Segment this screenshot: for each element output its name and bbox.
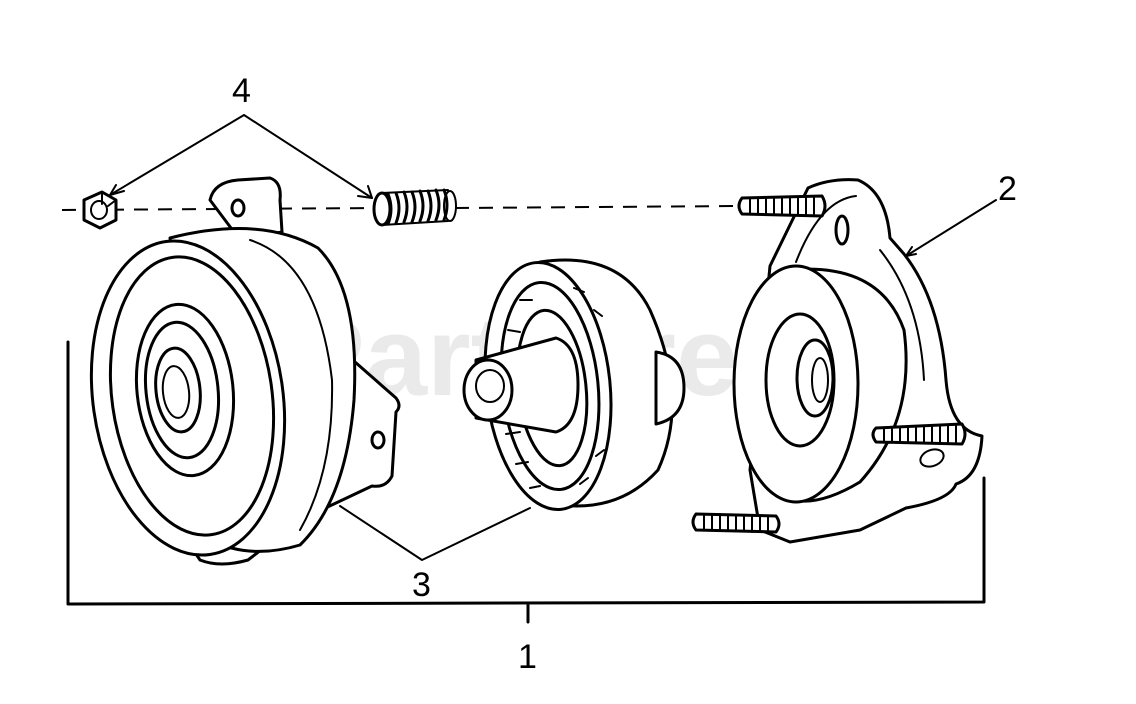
leader-2 bbox=[905, 199, 997, 257]
leader-4-arrows bbox=[109, 184, 373, 199]
stud-top bbox=[737, 194, 827, 218]
assembly-bracket bbox=[66, 340, 986, 624]
clutch-housing-left bbox=[89, 176, 401, 566]
assembly-axis-line bbox=[61, 205, 741, 211]
leader-3 bbox=[339, 505, 531, 561]
field-coil-plate bbox=[732, 178, 984, 544]
hex-nut bbox=[82, 190, 118, 230]
stud-bottom bbox=[691, 512, 781, 534]
callout-1: 1 bbox=[518, 638, 537, 676]
callout-3: 3 bbox=[412, 566, 431, 604]
callout-2: 2 bbox=[998, 170, 1017, 208]
spring bbox=[372, 188, 457, 227]
leader-4 bbox=[109, 114, 373, 199]
bearing-armature bbox=[462, 258, 686, 511]
callout-4: 4 bbox=[232, 72, 251, 110]
stud-right bbox=[871, 422, 967, 446]
